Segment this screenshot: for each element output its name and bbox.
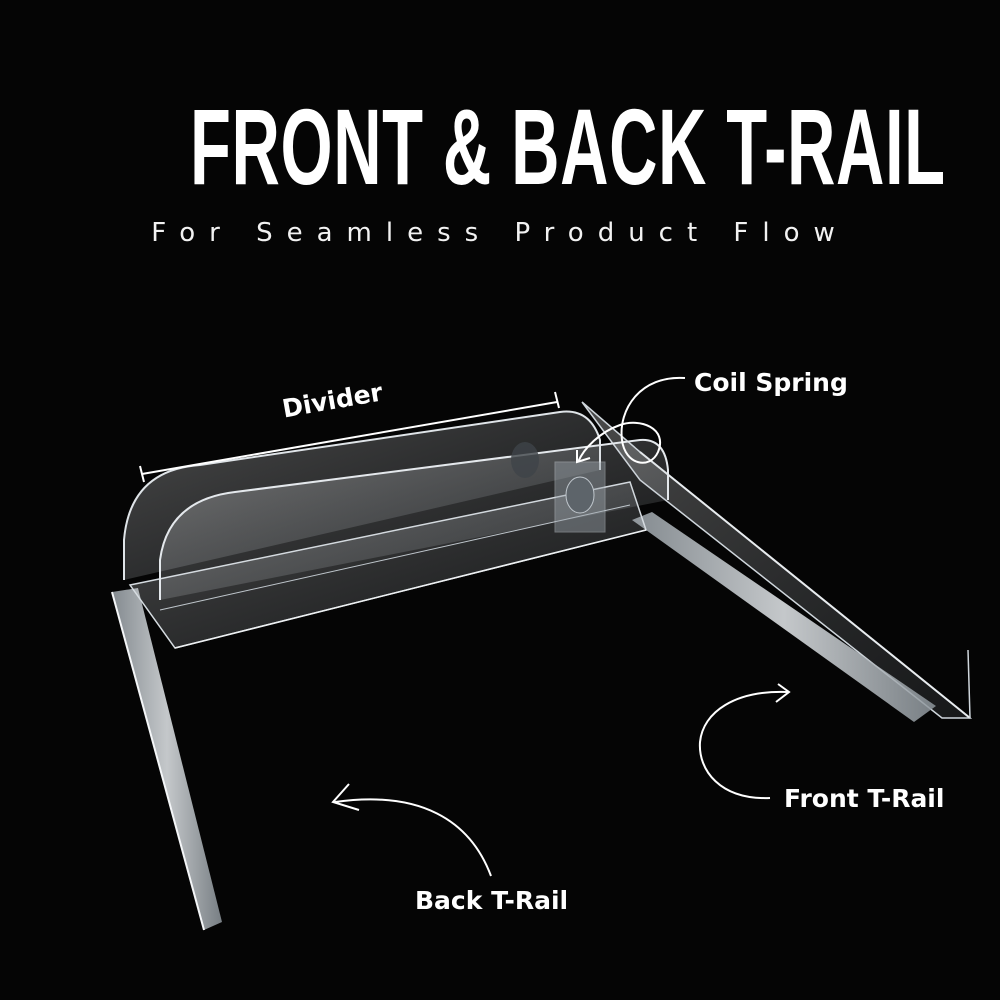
coil-spring xyxy=(511,442,606,533)
divider-dimension-line xyxy=(139,391,560,483)
back-t-rail-arrow-icon xyxy=(334,798,492,877)
headline-subtitle: For Seamless Product Flow xyxy=(151,218,849,248)
front-t-rail-arrow-icon xyxy=(698,690,789,800)
back-t-rail-arrowhead-icon xyxy=(331,783,360,811)
coil-spring-arrowhead-icon xyxy=(576,450,591,464)
front-t-rail-label: Front T-Rail xyxy=(784,784,945,813)
back-t-rail xyxy=(111,588,222,931)
front-t-rail-arrowhead-icon xyxy=(775,683,791,703)
coil-spring-label: Coil Spring xyxy=(694,368,848,397)
coil-spring-arrow-icon xyxy=(577,376,686,464)
back-t-rail-label: Back T-Rail xyxy=(415,886,569,915)
